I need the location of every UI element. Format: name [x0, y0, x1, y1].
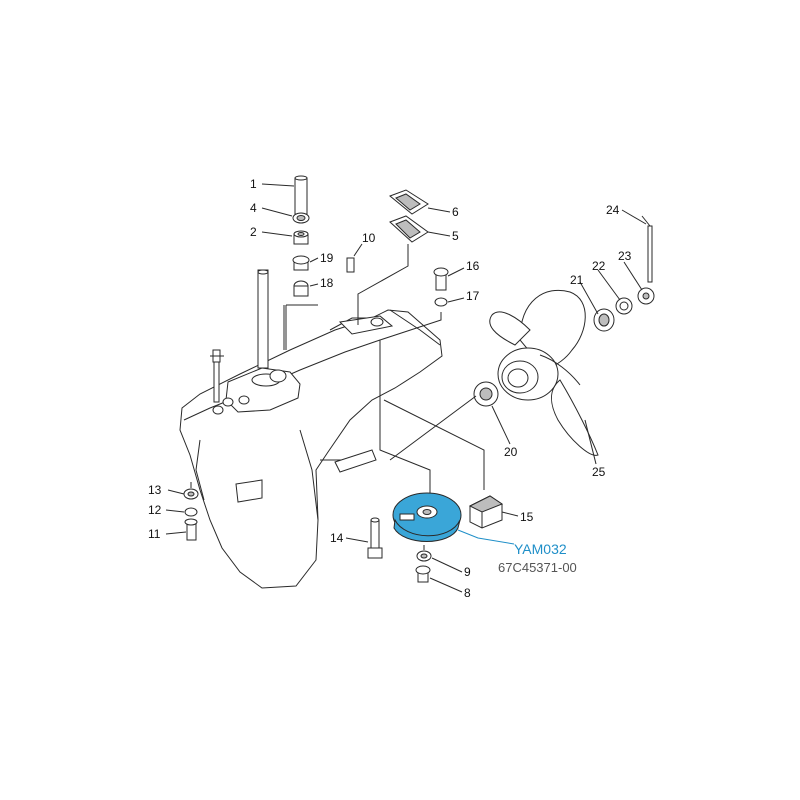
- label-20: 20: [504, 445, 518, 459]
- label-12: 12: [148, 503, 162, 517]
- label-9: 9: [464, 565, 471, 579]
- label-16: 16: [466, 259, 480, 273]
- part-callout[interactable]: YAM032 67C45371-00: [498, 541, 577, 575]
- bolt-16-washer-17: [379, 267, 485, 495]
- label-18: 18: [320, 276, 334, 290]
- label-22: 22: [592, 259, 606, 273]
- label-24: 24: [606, 203, 620, 217]
- label-19: 19: [320, 251, 334, 265]
- label-17: 17: [466, 289, 480, 303]
- block-15: [468, 495, 504, 529]
- label-15: 15: [520, 510, 534, 524]
- propeller-assembly: [389, 215, 655, 461]
- bolt-14: [367, 517, 383, 559]
- label-23: 23: [618, 249, 632, 263]
- part-labels: 1 4 2 19 18 10 6 5 16 17 24 21 22 23 20 …: [148, 177, 632, 600]
- washer-9-bolt-8: [415, 545, 432, 583]
- label-4: 4: [250, 201, 257, 215]
- label-13: 13: [148, 483, 162, 497]
- label-6: 6: [452, 205, 459, 219]
- lower-unit-housing: [179, 269, 443, 589]
- label-1: 1: [250, 177, 257, 191]
- callout-part-number: 67C45371-00: [498, 560, 577, 575]
- drive-shaft-assembly: [283, 175, 355, 350]
- label-21: 21: [570, 273, 584, 287]
- label-25: 25: [592, 465, 606, 479]
- parts-11-12-13: [183, 482, 199, 541]
- label-14: 14: [330, 531, 344, 545]
- label-2: 2: [250, 225, 257, 239]
- label-5: 5: [452, 229, 459, 243]
- seals-5-6: [357, 189, 429, 325]
- leader-lines: [165, 183, 647, 593]
- label-8: 8: [464, 586, 471, 600]
- label-11: 11: [148, 527, 161, 541]
- label-10: 10: [362, 231, 376, 245]
- callout-code[interactable]: YAM032: [514, 541, 567, 557]
- anode-yam032[interactable]: [392, 492, 515, 545]
